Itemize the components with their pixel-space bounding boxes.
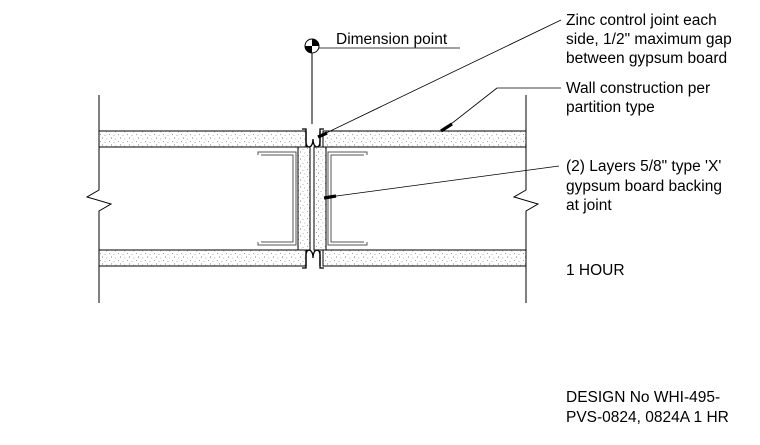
zinc-joint-note-line-2: side, 1/2" maximum gap xyxy=(566,31,732,48)
gypsum-backing-note-line-2: gypsum board backing xyxy=(566,178,722,195)
zinc-control-joint-top xyxy=(302,128,324,148)
left-steel-stud xyxy=(257,151,297,246)
wall-construction-note-line-1: Wall construction per xyxy=(566,80,710,97)
zinc-control-joint-bottom xyxy=(302,249,324,269)
wall-construction-note: Wall construction per partition type xyxy=(566,80,710,116)
dimension-point-label: Dimension point xyxy=(336,31,448,48)
gypsum-backing-layers xyxy=(297,146,327,251)
zinc-joint-note-line-1: Zinc control joint each xyxy=(566,12,717,29)
top-gypsum-board xyxy=(98,130,527,148)
dimension-point-marker xyxy=(304,38,320,124)
left-wall-end-break xyxy=(85,95,113,303)
zinc-joint-note: Zinc control joint each side, 1/2" maxim… xyxy=(566,12,732,67)
design-number-line-2: PVS-0824, 0824A 1 HR xyxy=(566,409,729,426)
gypsum-backing-note-line-3: at joint xyxy=(566,197,612,214)
bottom-gypsum-board xyxy=(98,249,527,267)
fire-rating-label: 1 HOUR xyxy=(566,262,625,279)
gypsum-backing-note: (2) Layers 5/8" type 'X' gypsum board ba… xyxy=(566,158,722,214)
leader-wall-construction xyxy=(440,87,561,133)
gypsum-backing-note-line-1: (2) Layers 5/8" type 'X' xyxy=(566,158,721,175)
design-number-line-1: DESIGN No WHI-495- xyxy=(566,389,720,406)
leader-zinc-joint xyxy=(317,19,562,139)
right-steel-stud xyxy=(327,151,368,246)
right-wall-end-break xyxy=(512,95,540,303)
design-number-note: DESIGN No WHI-495- PVS-0824, 0824A 1 HR xyxy=(566,389,729,426)
leader-gypsum-backing xyxy=(323,165,560,200)
wall-construction-note-line-2: partition type xyxy=(566,99,655,116)
zinc-joint-note-line-3: between gypsum board xyxy=(566,50,727,67)
